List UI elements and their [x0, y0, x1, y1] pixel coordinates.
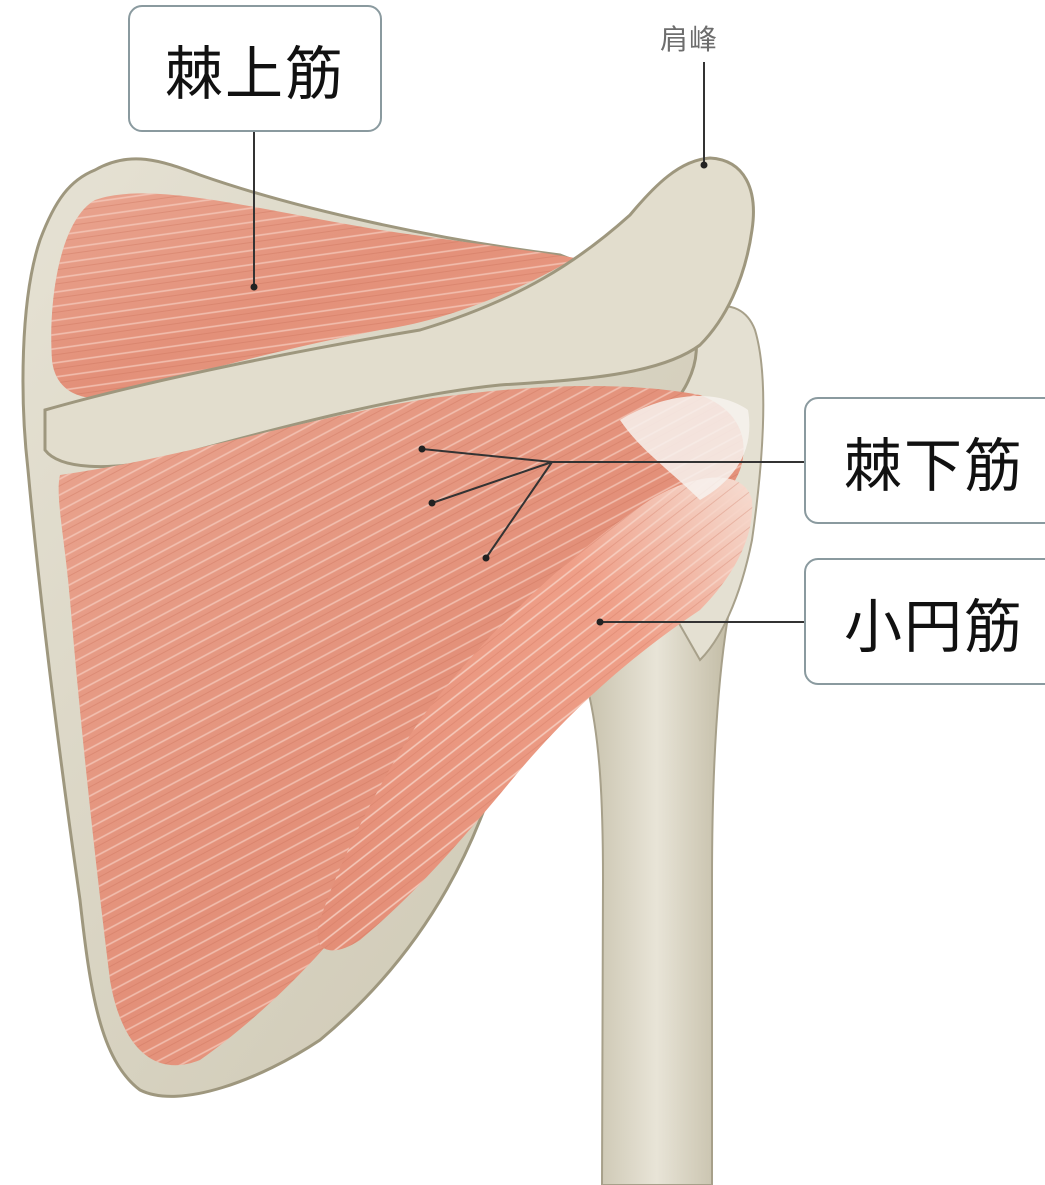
supraspinatus-label: 棘上筋 [165, 27, 345, 111]
acromion-label: 肩峰 [660, 18, 750, 58]
supraspinatus-label-box: 棘上筋 [128, 5, 382, 132]
infraspinatus-label-box: 棘下筋 [804, 397, 1045, 524]
infraspinatus-label: 棘下筋 [844, 419, 1024, 503]
teres-minor-label: 小円筋 [844, 580, 1024, 664]
teres-minor-label-box: 小円筋 [804, 558, 1045, 685]
